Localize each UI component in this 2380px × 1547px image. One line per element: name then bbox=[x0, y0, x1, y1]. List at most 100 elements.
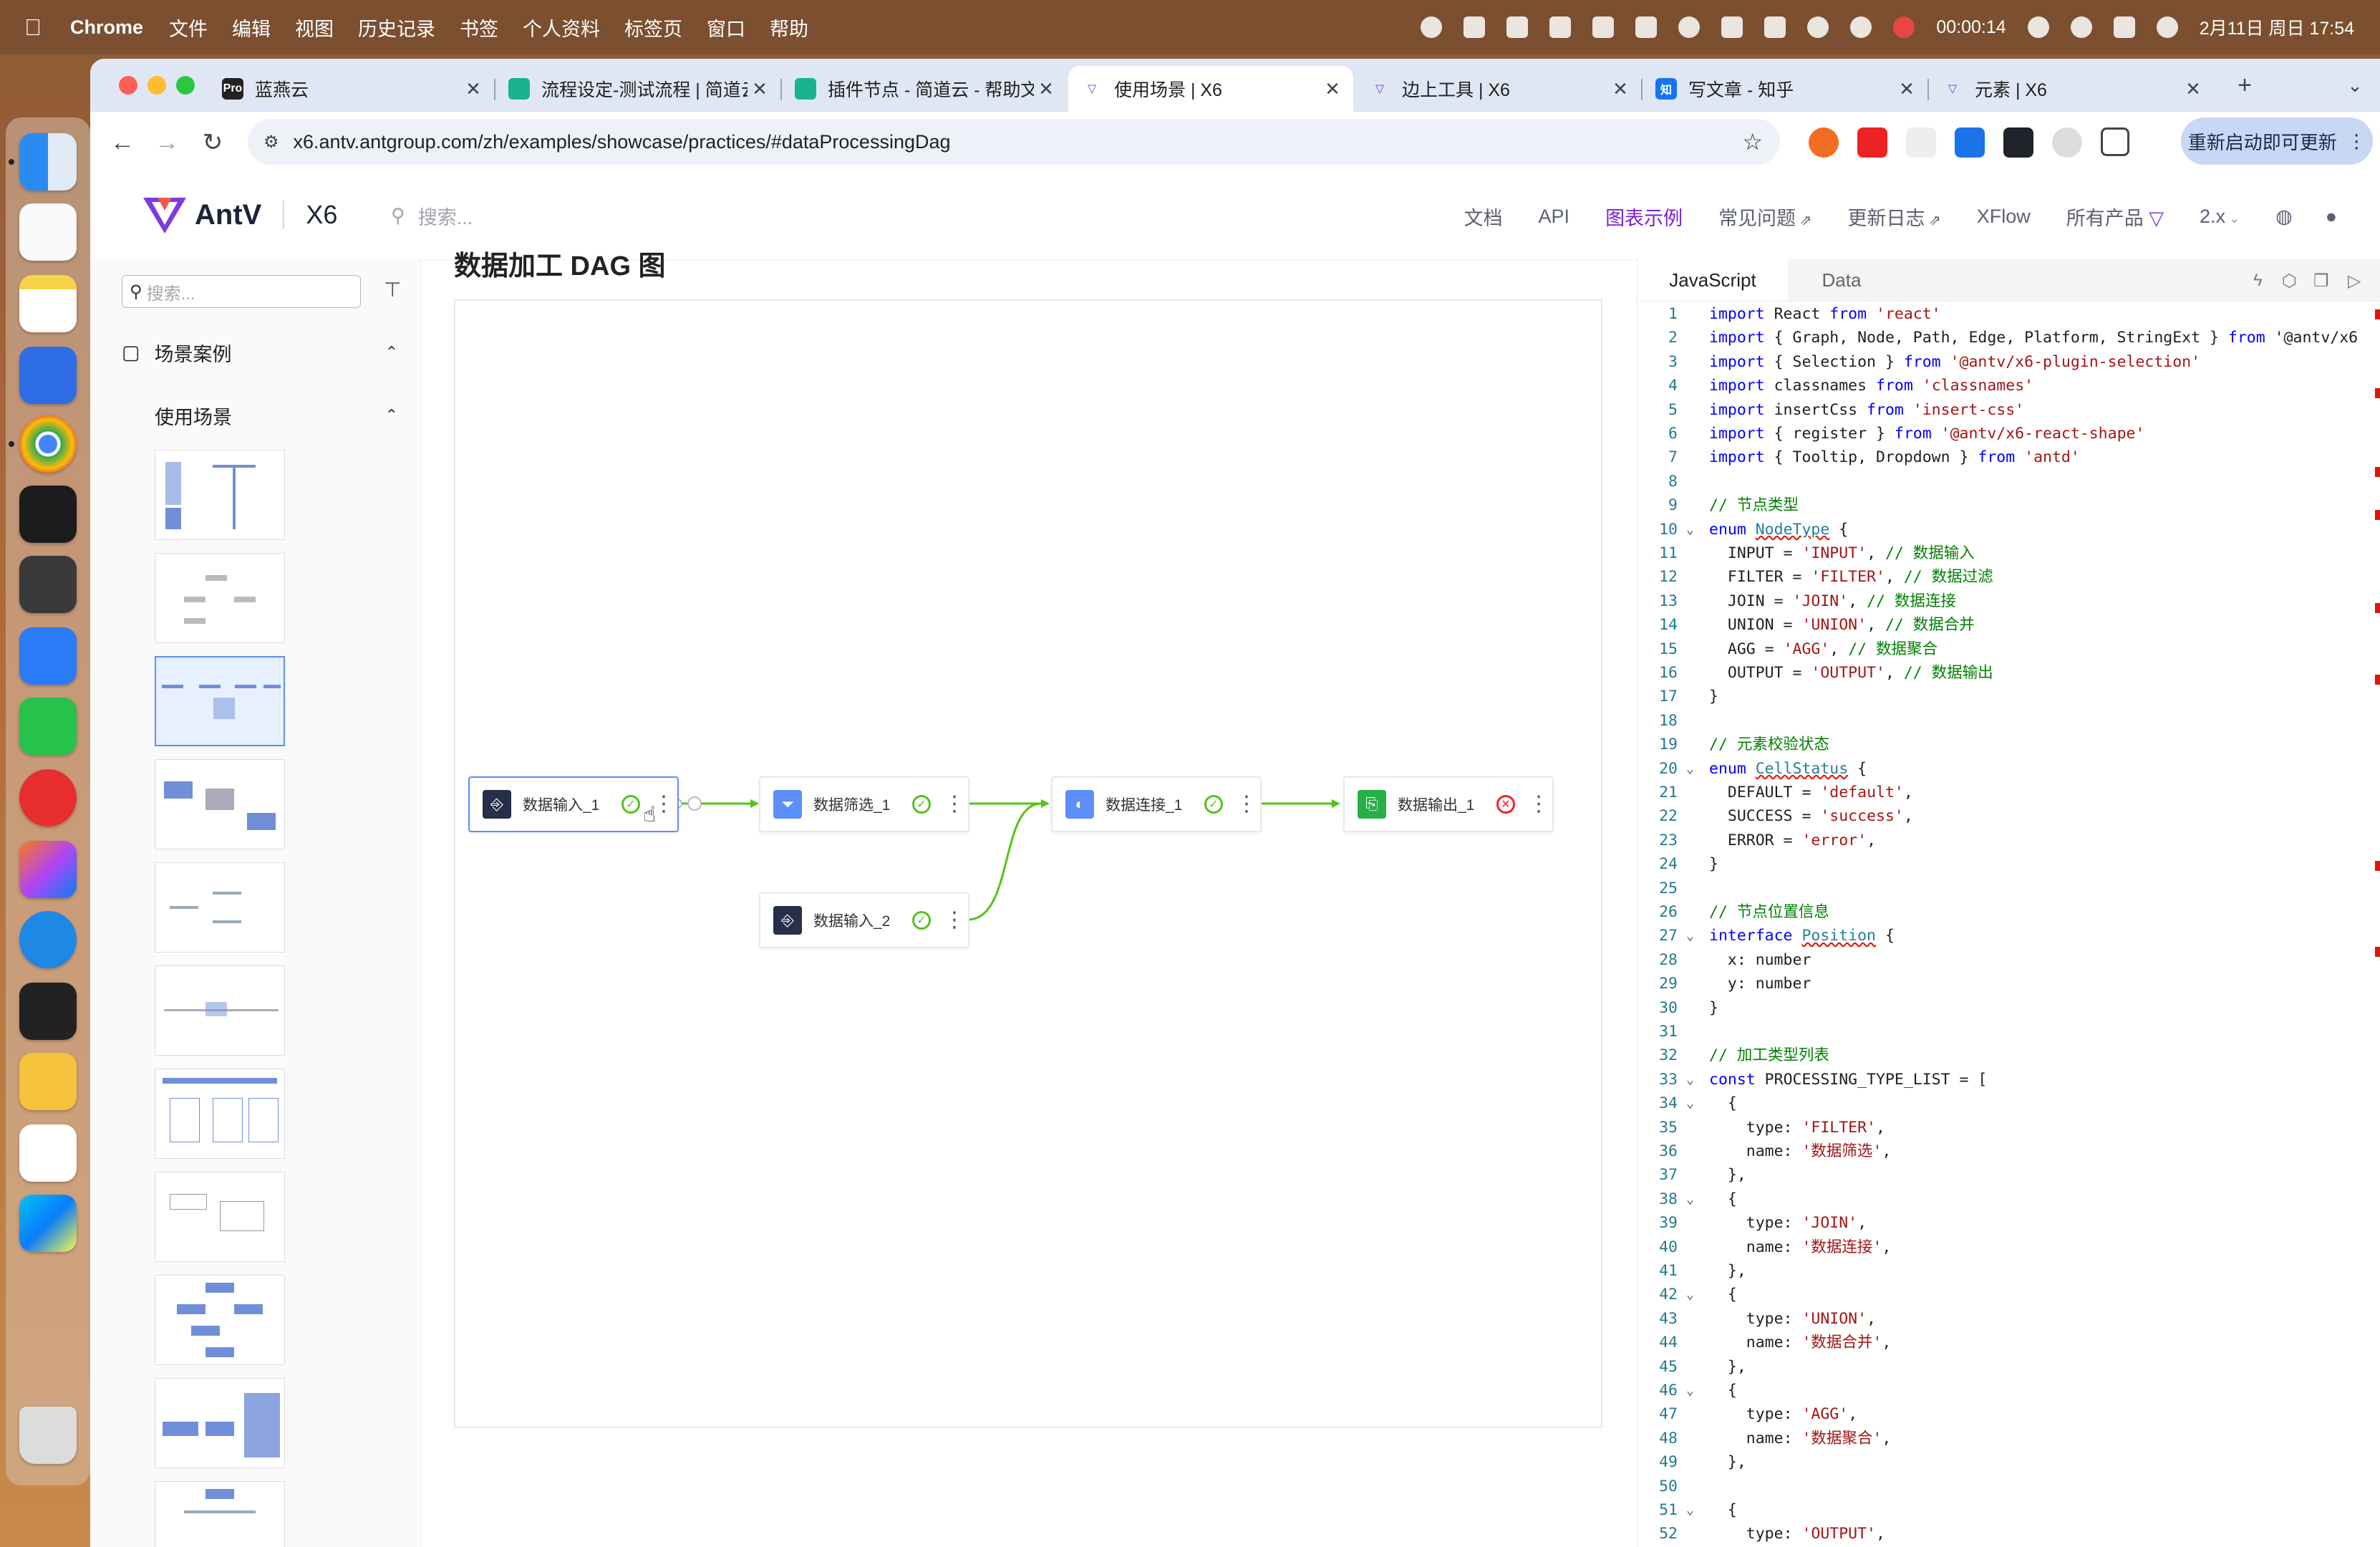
close-window-button[interactable] bbox=[119, 76, 137, 95]
copy-icon[interactable]: ❐ bbox=[2313, 271, 2329, 291]
netease-music-icon[interactable] bbox=[19, 769, 77, 826]
code-line[interactable]: 25 bbox=[1638, 877, 2380, 900]
code-line[interactable]: 16 OUTPUT = 'OUTPUT', // 数据输出 bbox=[1638, 661, 2380, 685]
new-tab-plus-icon[interactable]: + bbox=[2238, 72, 2252, 99]
codesandbox-icon[interactable]: ⬡ bbox=[2282, 271, 2297, 291]
minimize-window-button[interactable] bbox=[147, 76, 166, 95]
screen-recorder-icon[interactable] bbox=[19, 983, 77, 1040]
url-text[interactable]: x6.antv.antgroup.com/zh/examples/showcas… bbox=[293, 130, 951, 153]
feishu-icon[interactable] bbox=[19, 627, 77, 685]
bookmark-star-icon[interactable]: ☆ bbox=[1742, 129, 1763, 155]
tab-x6-edge-tools[interactable]: ▽ 边上工具 | X6 ✕ bbox=[1356, 66, 1641, 112]
menubar-clock[interactable]: 2月11日 周日 17:54 bbox=[2199, 19, 2354, 39]
writing-app-icon[interactable] bbox=[19, 347, 77, 404]
tab-close-icon[interactable]: ✕ bbox=[1612, 77, 1628, 100]
example-thumbnail[interactable] bbox=[155, 1481, 285, 1547]
antv-logo[interactable]: AntV X6 bbox=[142, 192, 337, 238]
code-line[interactable]: 15 AGG = 'AGG', // 数据聚合 bbox=[1638, 637, 2380, 661]
puzzle-extensions-icon[interactable] bbox=[2101, 127, 2129, 156]
example-thumbnail[interactable] bbox=[155, 553, 285, 643]
tab-close-icon[interactable]: ✕ bbox=[752, 77, 768, 100]
tab-x6-elements[interactable]: ▽ 元素 | X6 ✕ bbox=[1929, 66, 2214, 112]
code-line[interactable]: 43 type: 'UNION', bbox=[1638, 1307, 2380, 1331]
code-line[interactable]: 9// 节点类型 bbox=[1638, 493, 2380, 517]
site-search[interactable]: ⚲ 搜索... bbox=[391, 202, 473, 230]
menu-view[interactable]: 视图 bbox=[295, 18, 334, 40]
microphone-icon[interactable] bbox=[1421, 16, 1443, 38]
code-line[interactable]: 21 DEFAULT = 'default', bbox=[1638, 781, 2380, 804]
fold-chevron-icon[interactable]: ⌄ bbox=[1686, 1071, 1694, 1087]
menu-edit[interactable]: 编辑 bbox=[232, 18, 271, 40]
tab-zhihu[interactable]: 知 写文章 - 知乎 ✕ bbox=[1643, 66, 1927, 112]
menu-file[interactable]: 文件 bbox=[169, 18, 208, 40]
code-line[interactable]: 19// 元素校验状态 bbox=[1638, 733, 2380, 756]
tab-data[interactable]: Data bbox=[1822, 269, 1862, 291]
tab-jiandaoyun-plugin[interactable]: 插件节点 - 简道云 - 帮助文 ✕ bbox=[782, 66, 1067, 112]
code-line[interactable]: 35 type: 'FILTER', bbox=[1638, 1116, 2380, 1139]
fold-chevron-icon[interactable]: ⌄ bbox=[1686, 1096, 1694, 1112]
extension-icon[interactable] bbox=[1857, 127, 1887, 158]
code-line[interactable]: 8 bbox=[1638, 470, 2380, 493]
example-thumbnail[interactable] bbox=[155, 1378, 285, 1468]
code-line[interactable]: 30} bbox=[1638, 996, 2380, 1020]
react-devtools-icon[interactable] bbox=[2003, 127, 2033, 158]
code-line[interactable]: 12 FILTER = 'FILTER', // 数据过滤 bbox=[1638, 565, 2380, 589]
fold-chevron-icon[interactable]: ⌄ bbox=[1686, 761, 1694, 776]
record-stop-icon[interactable] bbox=[1893, 16, 1915, 38]
tab-jiandaoyun-flow[interactable]: 流程设定-测试流程 | 简道云 ✕ bbox=[495, 66, 780, 112]
code-line[interactable]: 52 type: 'OUTPUT', bbox=[1638, 1522, 2380, 1546]
intellij-icon[interactable] bbox=[19, 841, 77, 898]
code-line[interactable]: 41 }, bbox=[1638, 1259, 2380, 1283]
tab-close-icon[interactable]: ✕ bbox=[1325, 77, 1340, 100]
sidebar-search-input[interactable]: ⚲ 搜索... bbox=[122, 275, 361, 308]
navicat-icon[interactable] bbox=[19, 1053, 77, 1110]
code-line[interactable]: 46⌄ { bbox=[1638, 1379, 2380, 1402]
code-line[interactable]: 26// 节点位置信息 bbox=[1638, 900, 2380, 924]
address-bar[interactable]: ⚙ x6.antv.antgroup.com/zh/examples/showc… bbox=[248, 119, 1780, 165]
spotlight-search-icon[interactable] bbox=[2070, 16, 2092, 38]
example-thumbnail[interactable] bbox=[155, 759, 285, 849]
example-thumbnail[interactable] bbox=[155, 1275, 285, 1365]
fold-chevron-icon[interactable]: ⌄ bbox=[1686, 928, 1694, 944]
dag-node-filter-1[interactable]: ⏷ 数据筛选_1 ✓ ⋮ bbox=[759, 776, 969, 832]
nav-api[interactable]: API bbox=[1538, 205, 1570, 227]
app-menu-chrome[interactable]: Chrome bbox=[70, 16, 144, 38]
tab-close-icon[interactable]: ✕ bbox=[1038, 77, 1054, 100]
extension-icon[interactable] bbox=[1955, 127, 1985, 158]
wechat-icon[interactable] bbox=[19, 698, 77, 755]
menu-bookmarks[interactable]: 书签 bbox=[460, 18, 499, 40]
wifi-icon[interactable] bbox=[2027, 16, 2049, 38]
menu-tab[interactable]: 标签页 bbox=[624, 18, 683, 40]
tab-close-icon[interactable]: ✕ bbox=[465, 77, 481, 100]
example-thumbnail-selected[interactable] bbox=[155, 656, 285, 746]
wps-icon[interactable] bbox=[19, 1124, 77, 1182]
slash-icon[interactable] bbox=[1807, 16, 1829, 38]
menu-scenario-cases[interactable]: ▢ 场景案例 ⌃ bbox=[90, 331, 421, 374]
battery-icon[interactable] bbox=[1764, 16, 1786, 38]
fold-chevron-icon[interactable]: ⌄ bbox=[1686, 1191, 1694, 1207]
example-thumbnail[interactable] bbox=[155, 450, 285, 540]
more-vertical-icon[interactable]: ⋮ bbox=[944, 908, 965, 932]
control-center-icon[interactable] bbox=[2113, 16, 2135, 38]
code-line[interactable]: 37 }, bbox=[1638, 1163, 2380, 1187]
code-line[interactable]: 38⌄ { bbox=[1638, 1187, 2380, 1211]
wechat-tray-icon[interactable] bbox=[1592, 16, 1615, 38]
dag-node-join-1[interactable]: ◐ 数据连接_1 ✓ ⋮ bbox=[1051, 776, 1262, 832]
code-line[interactable]: 36 name: '数据筛选', bbox=[1638, 1139, 2380, 1163]
code-line[interactable]: 31 bbox=[1638, 1020, 2380, 1044]
sublime-tray-icon[interactable] bbox=[1721, 16, 1743, 38]
wechat-icon[interactable]: ◍ bbox=[2275, 205, 2293, 227]
notes-icon[interactable] bbox=[19, 275, 77, 332]
webstorm-icon[interactable] bbox=[19, 1195, 77, 1252]
code-line[interactable]: 18 bbox=[1638, 709, 2380, 733]
fold-chevron-icon[interactable]: ⌄ bbox=[1686, 521, 1694, 537]
trash-icon[interactable] bbox=[19, 1407, 77, 1464]
more-vertical-icon[interactable]: ⋮ bbox=[653, 792, 674, 816]
code-line[interactable]: 48 name: '数据聚合', bbox=[1638, 1427, 2380, 1450]
forward-arrow-icon[interactable]: → bbox=[155, 129, 179, 156]
input-method-icon[interactable] bbox=[1464, 16, 1486, 38]
